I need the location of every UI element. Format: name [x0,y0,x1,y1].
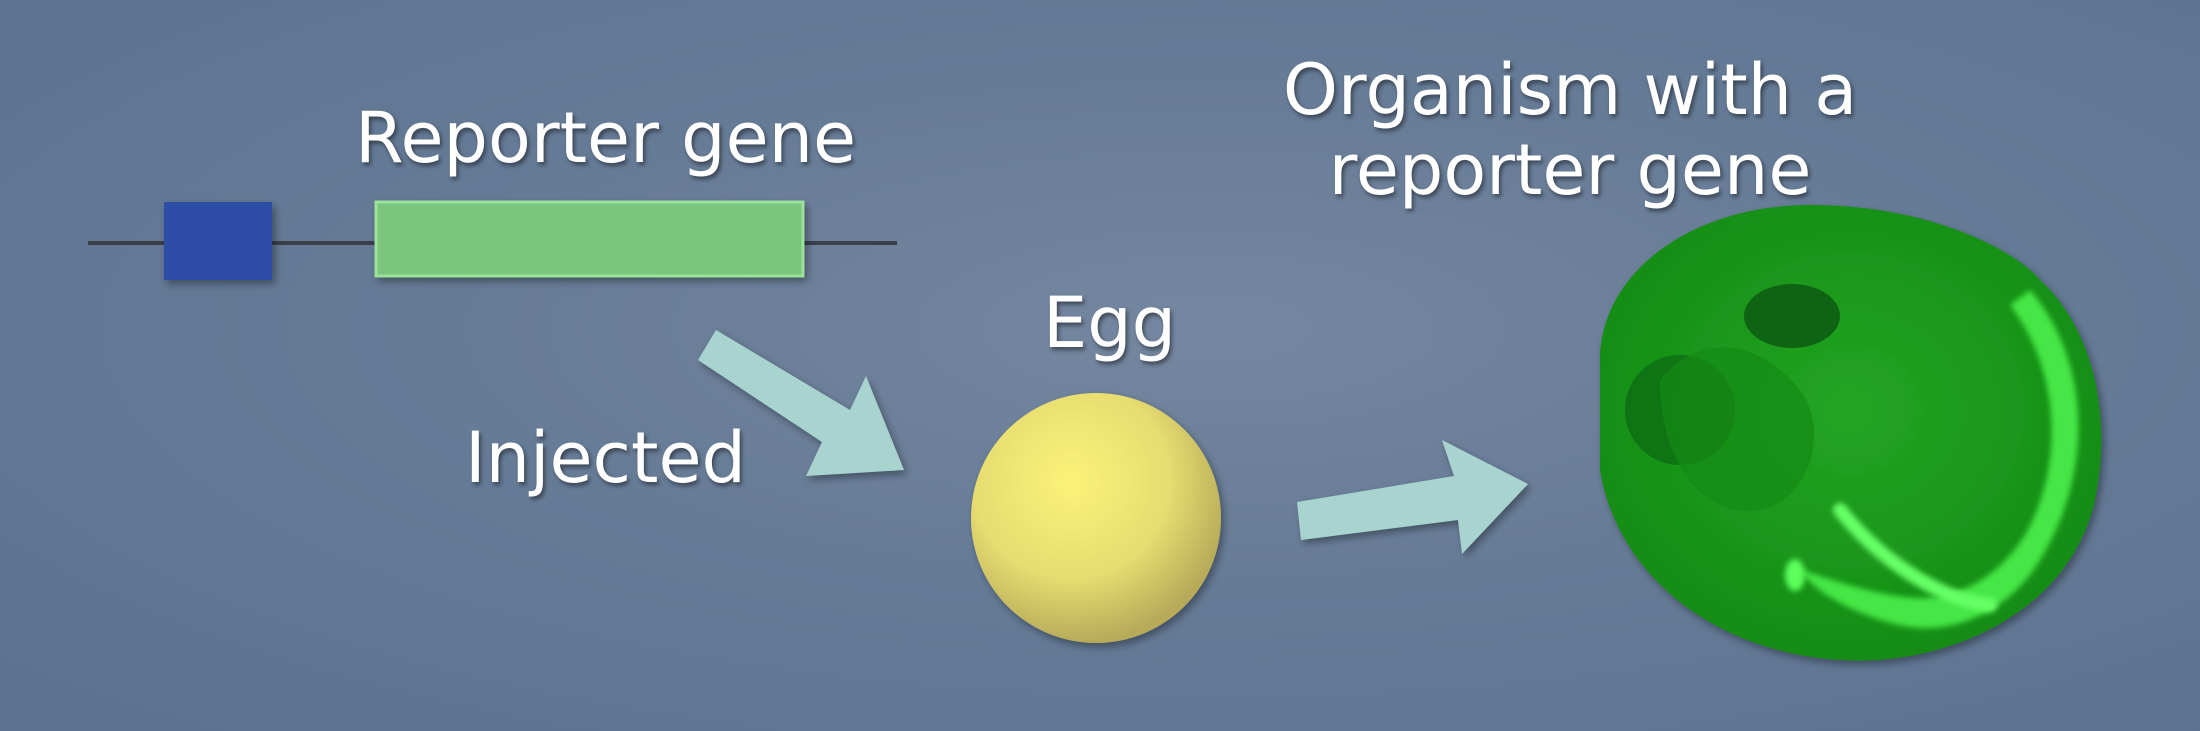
organism-label: Organism with a reporter gene [1250,50,1890,210]
egg-label: Egg [1043,282,1177,364]
fluorescent-streak [1833,503,1997,612]
fluorescent-tail [1800,290,2079,629]
gene-construct [88,200,897,280]
reporter-gene-label: Reporter gene [355,97,857,179]
body-tissue [1660,347,1815,512]
injection-arrow [698,330,904,476]
egg [971,393,1221,643]
organism-label-line2: reporter gene [1328,129,1812,211]
reporter-gene-box [374,200,805,278]
development-arrow [1297,440,1528,554]
organism-label-line1: Organism with a [1282,49,1858,131]
fluorescent-spot [1785,559,1805,591]
eye-spot [1744,284,1840,348]
organism-embryo [1600,205,2102,661]
injected-label: Injected [465,417,746,499]
promoter-box [164,202,272,280]
